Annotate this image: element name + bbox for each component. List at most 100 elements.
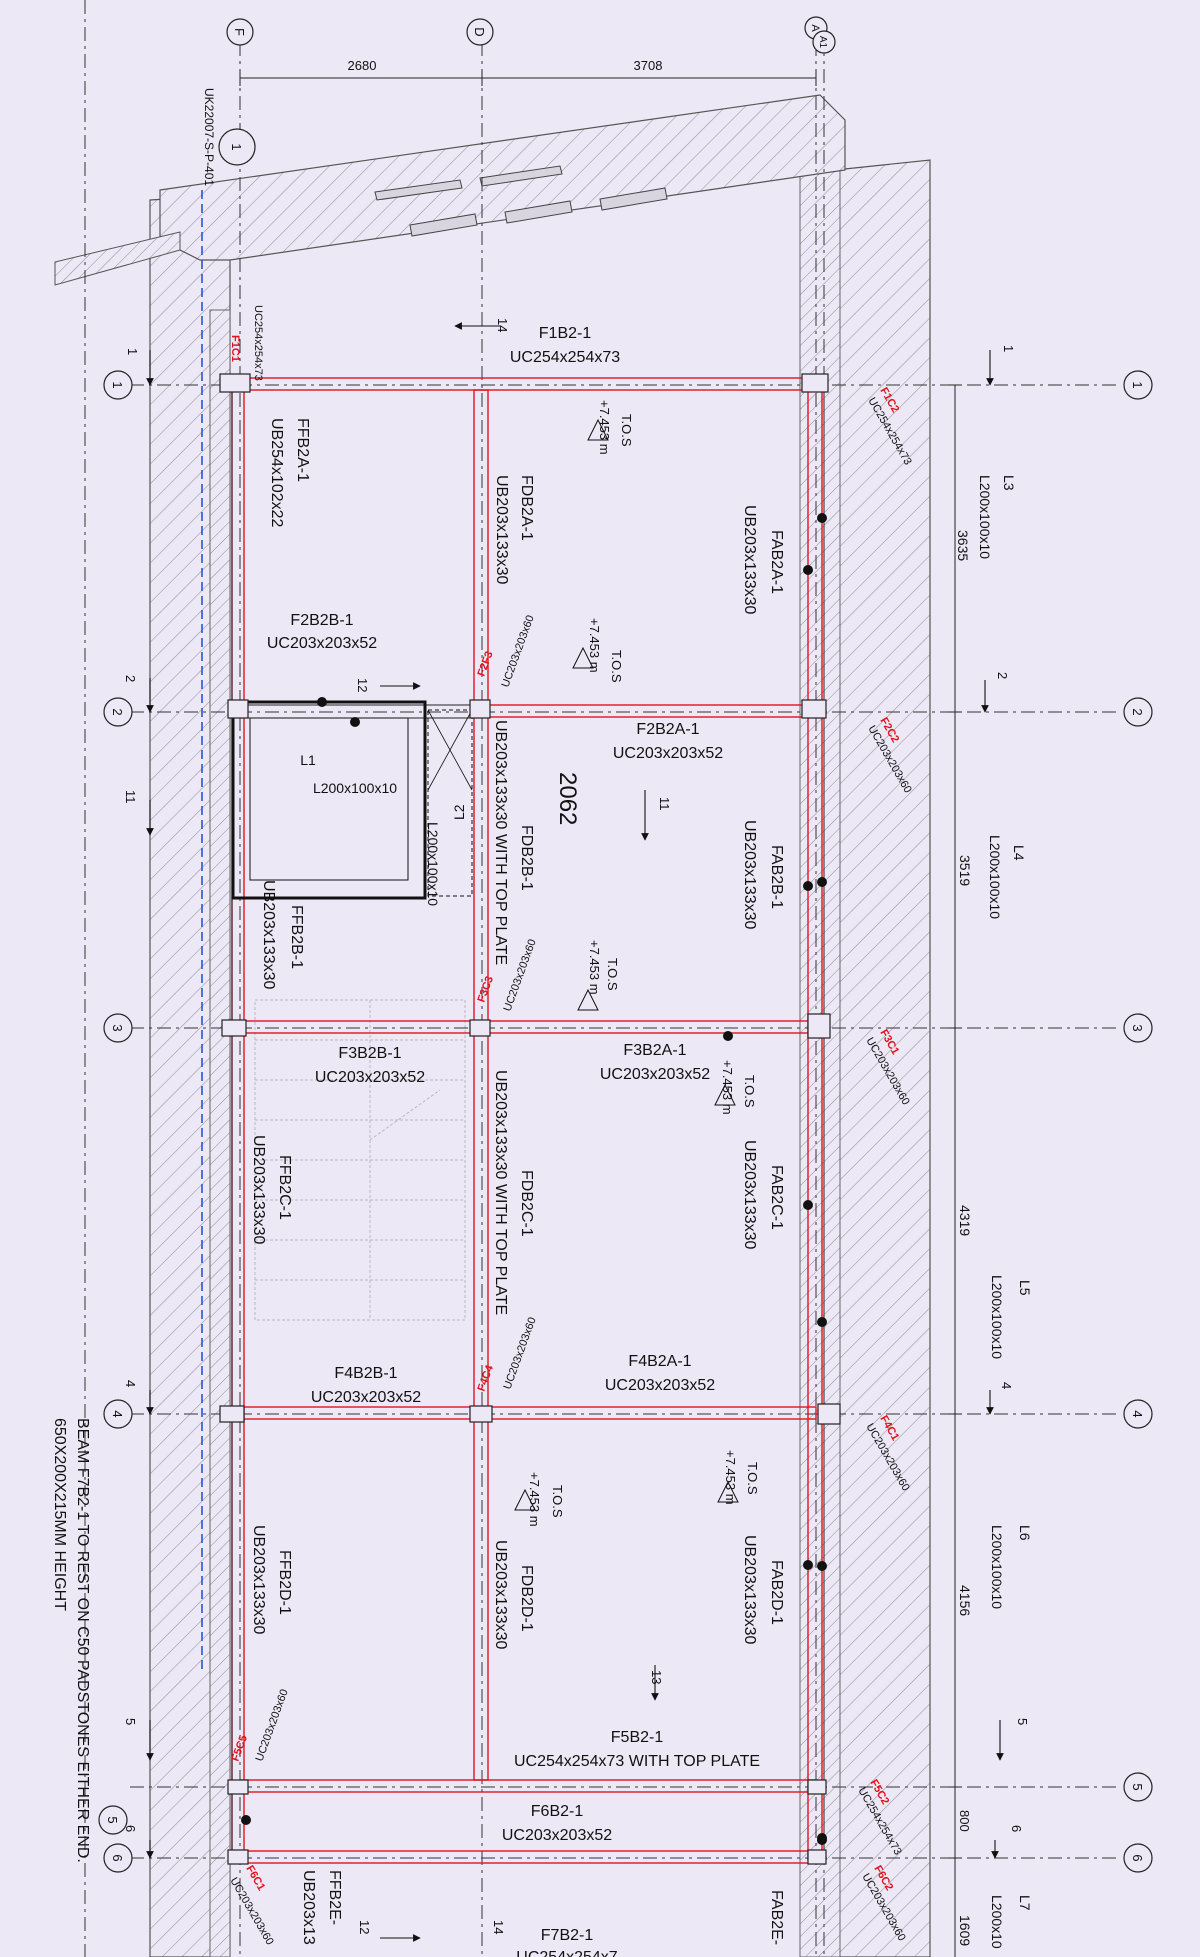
- grid-label-A: A: [809, 24, 821, 32]
- beam-ffb2a-size: UB254x102x22: [268, 418, 285, 528]
- section-tag-4-left: 4: [123, 1380, 138, 1387]
- section-tag-2-left: 2: [123, 675, 138, 682]
- tos-5-value: +7.453 m: [527, 1472, 542, 1527]
- beam-ffb2b-mark: FFB2B-1: [288, 905, 305, 969]
- grid-bubble-labels: F D A A1 1 1 2 2 3 3 4 4 5 5 6 6 1: [105, 24, 1145, 1861]
- section-tag-2-right: 2: [995, 672, 1010, 679]
- left-wall-inner: [209, 309, 231, 1957]
- column-f3c3-mark: F3C3: [476, 975, 496, 1004]
- tos-6-value: +7.453 m: [723, 1450, 738, 1505]
- beam-f2b2a-mark: F2B2A-1: [636, 721, 699, 738]
- beam-f4b2: [239, 1406, 817, 1420]
- beam-labels: F1B2-1 UC254x254x73 F2B2B-1 UC203x203x52…: [267, 325, 760, 1957]
- beam-ffb2d-size: UB203x133x30: [250, 1525, 267, 1635]
- lintel-l4-dim: 3519: [957, 855, 973, 886]
- tos-1-label: T.O.S: [619, 414, 634, 447]
- beam-fab2b-size: UB203x133x30: [741, 820, 758, 930]
- beam-fdb2c-size: UB203x133x30 WITH TOP PLATE: [492, 1070, 509, 1315]
- padstone-note: BEAM F7B2-1 TO REST ON C50 PADSTONES EIT…: [51, 1418, 91, 1863]
- section-tag-12: 12: [355, 678, 370, 692]
- section-tag-1-right: 1: [1001, 345, 1016, 352]
- beam-fdb2b-size: UB203x133x30 WITH TOP PLATE: [492, 720, 509, 965]
- column-f4c4-size: UC203x203x60: [502, 1316, 539, 1391]
- grid-label-A1: A1: [817, 36, 828, 49]
- beam-fdb2d-mark: FDB2D-1: [518, 1565, 535, 1632]
- grid-label-1-left: 1: [110, 381, 125, 388]
- tos-3-label: T.O.S: [605, 958, 620, 991]
- grid-label-2-left: 2: [110, 708, 125, 715]
- section-tag-13: 13: [649, 1670, 664, 1684]
- beam-f3b2b-size: UC203x203x52: [315, 1069, 425, 1086]
- beam-f1b2: [239, 377, 817, 391]
- beam-fab2c-mark: FAB2C-1: [768, 1165, 785, 1230]
- lintel-l2-size: L200x100x10: [425, 822, 441, 906]
- beam-ffb2c-mark: FFB2C-1: [276, 1155, 293, 1220]
- beam-f6b2-mark: F6B2-1: [531, 1803, 584, 1820]
- beam-f1b2-mark: F1B2-1: [539, 325, 592, 342]
- lintel-l6-size: L200x100x10: [989, 1525, 1005, 1609]
- beam-f5b2-mark: F5B2-1: [611, 1729, 664, 1746]
- column-f1c1-size: UC254x254x73: [252, 305, 264, 381]
- beam-f6b2-size: UC203x203x52: [502, 1827, 612, 1844]
- lintel-l7-size: L200x10: [989, 1895, 1005, 1949]
- beam-f1b2-size: UC254x254x73: [510, 349, 620, 366]
- lintel-l3-dim: 3635: [955, 530, 971, 561]
- beam-ffb2e-size: UB203x13: [300, 1870, 317, 1945]
- lintel-l4-size: L200x100x10: [987, 835, 1003, 919]
- beam-f2b2b-size: UC203x203x52: [267, 635, 377, 652]
- beam-ffb2: [231, 389, 245, 1861]
- tos-2-value: +7.453 m: [587, 618, 602, 673]
- beam-f5b2-size: UC254x254x73 WITH TOP PLATE: [514, 1753, 760, 1770]
- note-line-1: BEAM F7B2-1 TO REST ON C50 PADSTONES EIT…: [74, 1418, 91, 1863]
- beam-fab2e-mark: FAB2E-: [768, 1890, 785, 1945]
- lintel-l7-mark: L7: [1017, 1895, 1033, 1911]
- grid-label-6-right: 6: [1130, 1854, 1145, 1861]
- stair-outline: [254, 999, 466, 1321]
- tos-6-label: T.O.S: [745, 1462, 760, 1495]
- beam-f4b2b-mark: F4B2B-1: [334, 1365, 397, 1382]
- note-line-2: 650X200X215MM HEIGHT: [51, 1418, 68, 1611]
- column-f2f3-mark: F2F3: [476, 650, 496, 678]
- section-tag-4-right: 4: [999, 1382, 1014, 1389]
- beam-f3b2a-size: UC203x203x52: [600, 1066, 710, 1083]
- beam-fab2d-mark: FAB2D-1: [768, 1560, 785, 1625]
- grid-label-5-left: 5: [105, 1816, 120, 1823]
- section-tag-6-right: 6: [1009, 1825, 1024, 1832]
- roof-windows: [374, 165, 668, 237]
- lintel-l6-mark: L6: [1017, 1525, 1033, 1541]
- beam-f3b2b-mark: F3B2B-1: [338, 1045, 401, 1062]
- beam-ffb2e-mark: FFB2E-: [326, 1870, 343, 1925]
- beam-fab2a-size: UB203x133x30: [741, 505, 758, 615]
- section-tag-11: 11: [657, 797, 672, 811]
- opening-box: [231, 700, 473, 900]
- tos-1-value: +7.453 m: [597, 400, 612, 455]
- dim-800: 800: [957, 1810, 972, 1832]
- beam-ffb2a-mark: FFB2A-1: [294, 418, 311, 482]
- beam-f5b2: [239, 1779, 817, 1793]
- beam-f3b2: [239, 1020, 817, 1034]
- grid-bubbles: [98, 16, 1153, 1873]
- beam-f7b2-size: UC254x254x7: [516, 1949, 618, 1957]
- beam-fab2a-mark: FAB2A-1: [768, 530, 785, 594]
- dim-2062: 2062: [554, 772, 581, 825]
- beam-f4b2a-mark: F4B2A-1: [628, 1353, 691, 1370]
- section-tag-6-left: 6: [123, 1825, 138, 1832]
- column-f6c1-size: UC203x203x60: [227, 1876, 275, 1948]
- section-tag-11-left: 11: [123, 790, 138, 804]
- beam-ffb2c-size: UB203x133x30: [250, 1135, 267, 1245]
- beam-f2b2a: [481, 704, 817, 718]
- section-tag-14-top: 14: [495, 318, 510, 332]
- beam-f7b2-mark: F7B2-1: [541, 1927, 594, 1944]
- lintel-l7-dim: 1609: [957, 1915, 973, 1946]
- column-f6c1-mark: F6C1: [243, 1864, 267, 1893]
- beam-fdb2: [473, 389, 489, 1781]
- beam-f2b2a-size: UC203x203x52: [613, 745, 723, 762]
- beam-fab2c-size: UB203x133x30: [741, 1140, 758, 1250]
- lintel-l5-dim: 4319: [957, 1205, 973, 1236]
- grid-label-6-left: 6: [110, 1854, 125, 1861]
- lintel-l4-mark: L4: [1011, 845, 1027, 861]
- column-plates: [219, 373, 841, 1865]
- lintel-l5-size: L200x100x10: [989, 1275, 1005, 1359]
- beam-fdb2c-mark: FDB2C-1: [518, 1170, 535, 1237]
- right-wall-inner: [799, 159, 841, 1957]
